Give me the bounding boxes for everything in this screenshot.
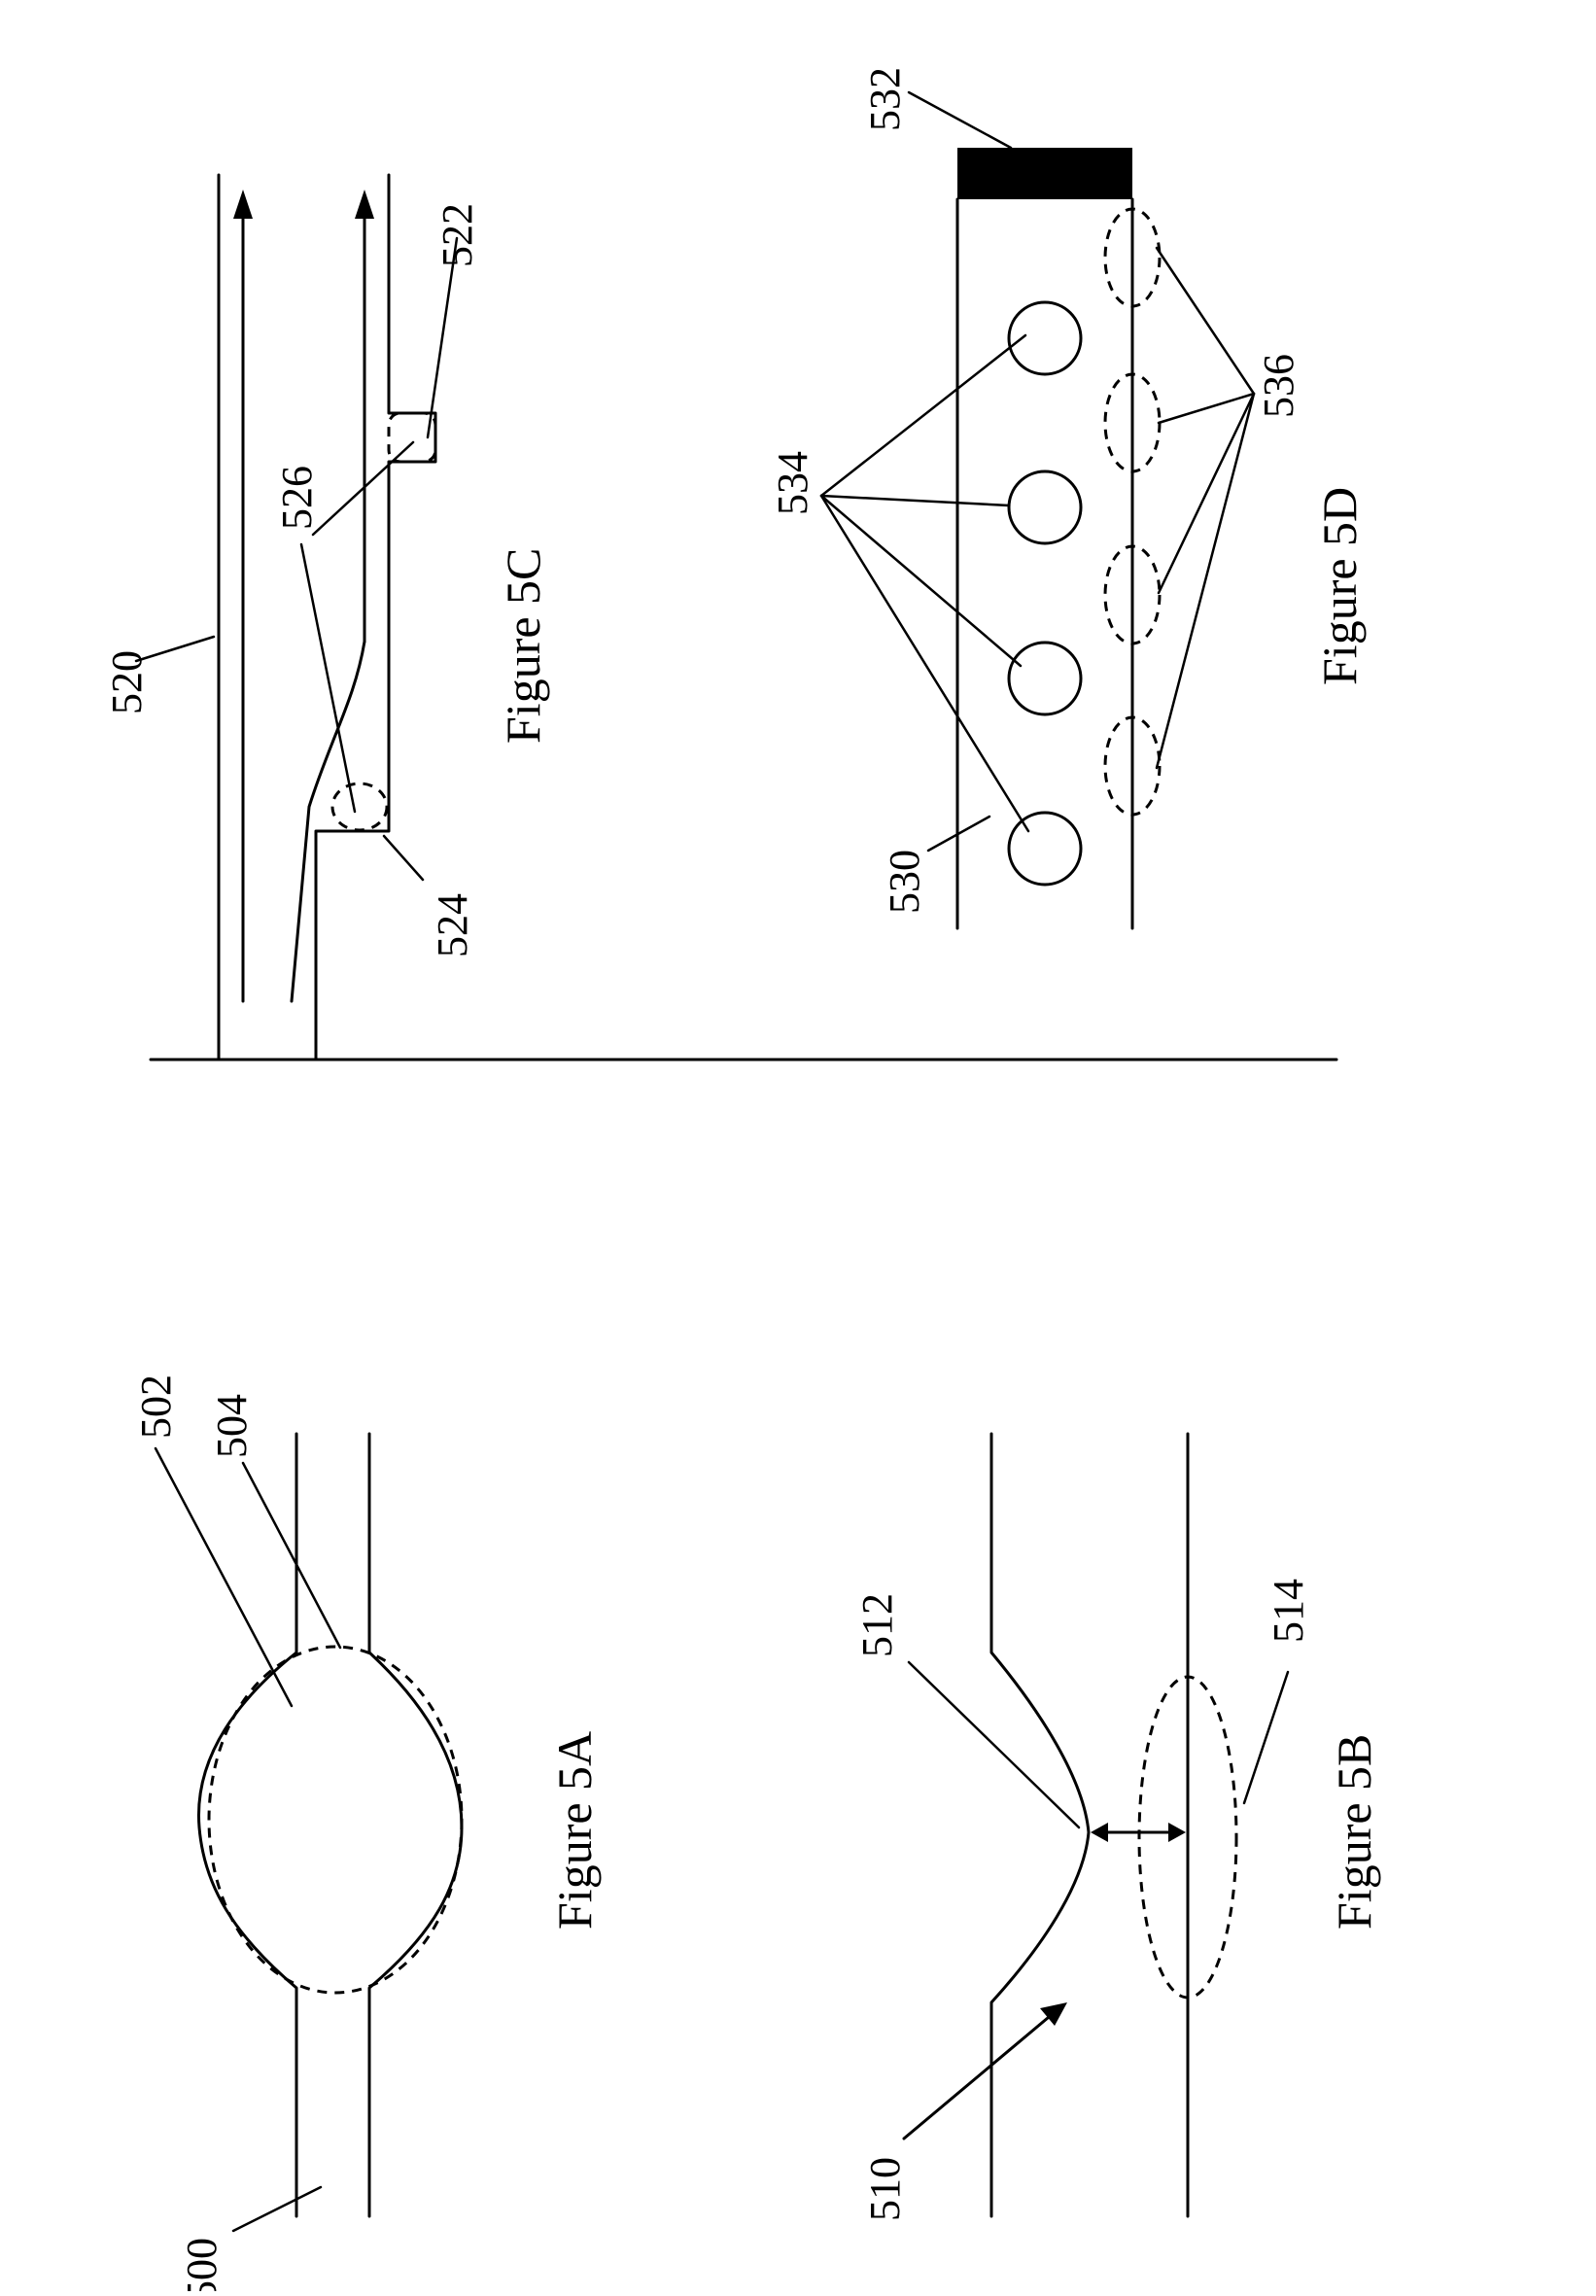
caption-figure-5b: Figure 5B [1327, 1734, 1381, 1930]
figure-5b: 512 514 510 Figure 5B [853, 1434, 1381, 2221]
label-510: 510 [861, 2157, 909, 2221]
caption-figure-5a: Figure 5A [547, 1731, 602, 1930]
bead-534-3 [1009, 643, 1081, 714]
leader-534-2 [821, 496, 1009, 505]
leader-532 [909, 92, 1011, 148]
caption-figure-5c: Figure 5C [496, 548, 550, 744]
leader-arrow-510 [904, 2012, 1055, 2139]
leader-524 [384, 836, 423, 880]
arrowhead-5c-inner [355, 190, 374, 219]
label-500: 500 [178, 2238, 226, 2291]
leader-534-3 [821, 496, 1021, 666]
vessel-5b-wall-upper [991, 1434, 1089, 2216]
vessel-5a-wall-lower [369, 1434, 462, 2216]
label-512: 512 [853, 1593, 901, 1657]
label-534: 534 [769, 451, 816, 515]
bead-534-1 [1009, 302, 1081, 374]
label-526: 526 [273, 466, 321, 530]
arrowhead-5b-left [1091, 1823, 1108, 1842]
bead-534-4 [1009, 813, 1081, 885]
label-504: 504 [208, 1394, 256, 1458]
label-502: 502 [132, 1374, 180, 1439]
occlusion-outline-524 [332, 783, 387, 830]
leader-500 [233, 2187, 321, 2231]
leader-514 [1244, 1672, 1288, 1803]
figure-5d: 532 534 536 530 Figure 5D [769, 67, 1367, 928]
leader-534-4 [821, 496, 1028, 831]
leader-536-2 [1159, 394, 1254, 423]
arrowhead-5b-right [1168, 1823, 1186, 1842]
caption-figure-5d: Figure 5D [1312, 487, 1367, 685]
leader-536-4 [1157, 394, 1254, 768]
flap-526 [292, 642, 364, 1001]
label-524: 524 [429, 893, 476, 957]
leader-534-1 [821, 335, 1025, 496]
label-514: 514 [1265, 1579, 1312, 1643]
vessel-5c-wall-inner [316, 175, 435, 1060]
bead-534-2 [1009, 471, 1081, 543]
leader-504 [243, 1463, 340, 1648]
label-530: 530 [881, 850, 928, 914]
label-520: 520 [103, 650, 151, 714]
leader-536-1 [1157, 248, 1254, 394]
label-522: 522 [434, 203, 481, 267]
arrowhead-5c-outer [233, 190, 253, 219]
leader-512 [909, 1662, 1079, 1827]
label-536: 536 [1255, 354, 1302, 418]
end-cap-532 [957, 148, 1132, 199]
leader-502 [156, 1448, 292, 1706]
figure-5c: 520 522 526 524 Figure 5C [103, 175, 550, 1060]
figure-5a: 502 504 500 Figure 5A [132, 1374, 602, 2291]
leader-526-lower [301, 544, 355, 812]
vessel-5a-wall-upper [198, 1434, 296, 2216]
leader-536-3 [1159, 394, 1254, 593]
label-532: 532 [861, 67, 909, 131]
